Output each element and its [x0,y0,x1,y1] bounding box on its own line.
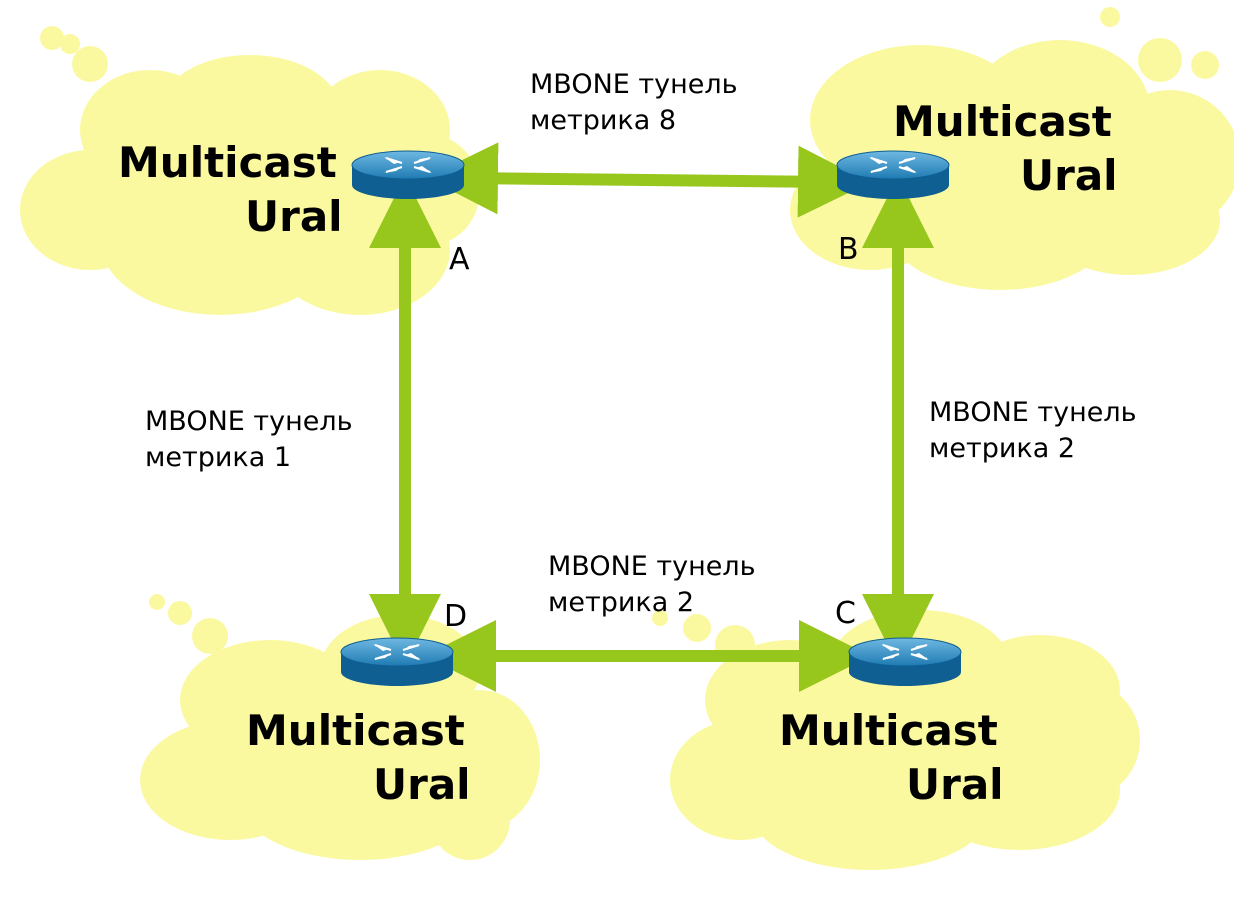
cloud-c-title: Multicast Ural [779,704,1004,812]
cloud-a-title: Multicast Ural [118,136,343,244]
tunnel-label-dc: MBONE тунель метрика 2 [548,549,756,621]
router-icon-c [848,637,962,687]
tunnel-label-ad-line2: метрика 1 [145,442,292,473]
tunnel-arrow-ab [426,142,870,218]
cloud-b-title: Multicast Ural [893,95,1118,203]
router-icon-d [340,637,454,687]
node-label-d: D [444,599,468,634]
cloud-c-title-line1: Multicast [779,706,998,755]
node-label-a: A [449,242,470,277]
tunnel-label-bc: MBONE тунель метрика 2 [929,395,1137,467]
tunnel-label-ab: MBONE тунель метрика 8 [530,67,738,139]
cloud-d-title-line1: Multicast [246,706,465,755]
tunnel-label-ad-line1: MBONE тунель [145,406,353,437]
node-label-c: C [835,596,856,631]
cloud-b-title-line1: Multicast [893,97,1112,146]
cloud-d-title: Multicast Ural [246,704,471,812]
tunnel-label-ad: MBONE тунель метрика 1 [145,404,353,476]
cloud-a-title-line1: Multicast [118,138,337,187]
cloud-a-title-line2: Ural [245,192,343,241]
router-icon-a [351,150,465,200]
cloud-a [20,26,480,315]
cloud-b-title-line2: Ural [1020,151,1118,200]
cloud-c-title-line2: Ural [906,760,1004,809]
cloud-d [140,594,540,860]
tunnel-label-dc-line2: метрика 2 [548,587,695,618]
tunnel-label-ab-line1: MBONE тунель [530,69,738,100]
node-label-b: B [838,232,859,267]
cloud-c [670,610,1140,870]
tunnel-label-bc-line1: MBONE тунель [929,397,1137,428]
tunnel-label-dc-line1: MBONE тунель [548,551,756,582]
tunnel-label-ab-line2: метрика 8 [530,105,677,136]
cloud-d-title-line2: Ural [373,760,471,809]
tunnel-label-bc-line2: метрика 2 [929,433,1076,464]
